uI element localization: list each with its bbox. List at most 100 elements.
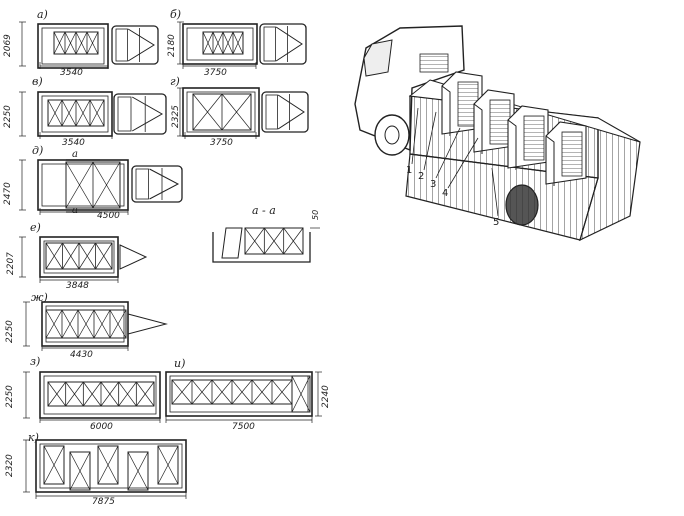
scheme-g-cargo-brace	[221, 93, 252, 131]
scheme-d-width: 2470	[3, 182, 13, 205]
scheme-a-length: 3540	[60, 68, 83, 78]
scheme-b-cargo-brace	[232, 31, 244, 55]
scheme-v-cargo-brace	[89, 99, 105, 127]
scheme-g-length: 3750	[210, 138, 233, 148]
scheme-k-length: 7875	[92, 497, 115, 507]
scheme-k-width: 2320	[5, 454, 15, 477]
section-cargo-frame	[244, 227, 304, 255]
scheme-i-cargo-brace	[191, 379, 213, 405]
scheme-z-width: 2250	[5, 385, 15, 408]
scheme-a-cargo-brace	[64, 31, 77, 55]
scheme-z-cargo-brace	[100, 381, 119, 407]
scheme-b-cargo-brace	[202, 31, 214, 55]
scheme-d-length: 4500	[97, 211, 120, 221]
section-cargo-brace	[264, 227, 284, 255]
scheme-d-label: д)	[32, 144, 44, 157]
scheme-z-platform-outer	[39, 371, 161, 419]
scheme-zh-platform-outer	[41, 301, 129, 347]
callout-leader-2	[423, 111, 437, 171]
callout-3: 3	[430, 179, 437, 190]
scheme-v-platform-inner	[41, 95, 109, 133]
scheme-z-platform-inner	[43, 375, 157, 415]
scheme-a-label: а)	[37, 8, 48, 21]
scheme-z-cargo-brace	[47, 381, 66, 407]
truck-cab-vent	[419, 53, 449, 73]
scheme-g-cab-body	[261, 91, 309, 133]
scheme-zh-cargo-frame	[45, 309, 127, 339]
scheme-a-width: 2069	[3, 34, 13, 57]
scheme-k-cargo-3-frame	[97, 445, 119, 485]
scheme-d-platform-inner	[41, 163, 125, 207]
scheme-i-cargo-brace	[231, 379, 253, 405]
scheme-k-platform-outer	[35, 439, 187, 493]
callout-5: 5	[493, 217, 500, 228]
scheme-z-cargo-brace	[118, 381, 137, 407]
scheme-k-cargo-4-brace	[127, 451, 149, 491]
scheme-g-cargo-brace	[192, 93, 223, 131]
scheme-b-length: 3750	[204, 68, 227, 78]
scheme-v-platform-outer	[37, 91, 113, 137]
scheme-e-cargo-brace	[45, 242, 63, 270]
scheme-g-platform-inner	[186, 91, 256, 133]
scheme-a-cargo-brace	[53, 31, 66, 55]
scheme-v-cargo-brace	[47, 99, 63, 127]
scheme-v-label: в)	[32, 75, 43, 88]
front-wheel	[374, 114, 410, 156]
scheme-k-cargo-1-frame	[43, 445, 65, 485]
scheme-b-label: б)	[170, 8, 182, 21]
cargo-stack-3-glass	[523, 115, 545, 161]
scheme-zh-cargo-brace	[93, 309, 111, 339]
scheme-e-width: 2207	[6, 252, 16, 275]
scheme-i-platform-outer	[165, 371, 313, 417]
scheme-a-platform-outer	[37, 23, 109, 69]
front-hub	[384, 125, 400, 145]
scheme-b-cab-hood	[275, 26, 303, 62]
scheme-i-width: 2240	[321, 385, 331, 408]
cargo-stack-4-rack	[545, 135, 555, 186]
callout-4: 4	[442, 188, 449, 199]
cargo-stack-2-rack	[473, 103, 483, 154]
truck-windshield	[363, 39, 393, 77]
scheme-k-cargo-5-brace	[157, 445, 179, 485]
scheme-g-width: 2325	[171, 105, 181, 128]
scheme-v-length: 3540	[62, 138, 85, 148]
scheme-k-label: к)	[28, 431, 39, 444]
scheme-zh-cargo-brace	[45, 309, 63, 339]
scheme-e-length: 3848	[66, 281, 89, 291]
section-tilted-crate	[221, 227, 243, 259]
scheme-k-cargo-1-brace	[43, 445, 65, 485]
scheme-z-label: з)	[30, 355, 41, 368]
truck-perspective-drawing	[354, 25, 641, 242]
scheme-e-label: е)	[30, 221, 41, 234]
scheme-b-cab-body	[259, 23, 307, 65]
scheme-d-platform-outer	[37, 159, 129, 211]
scheme-zh-cargo-brace	[109, 309, 127, 339]
scheme-a-platform-inner	[41, 27, 105, 65]
scheme-zh-cargo-brace	[77, 309, 95, 339]
scheme-d-cab-body	[131, 165, 183, 203]
scheme-a-cab-body	[111, 25, 159, 65]
scheme-i-end-crate-frame	[291, 375, 311, 413]
scheme-zh-drawbar	[127, 313, 168, 335]
scheme-z-cargo-brace	[136, 381, 155, 407]
scheme-e-cargo-brace	[78, 242, 96, 270]
scheme-v-cab-body	[113, 93, 167, 135]
scheme-v-cargo-brace	[75, 99, 91, 127]
truck-cab-drawings	[111, 23, 309, 335]
scheme-g-cab-hood	[277, 94, 305, 130]
callout-2: 2	[418, 171, 425, 182]
cargo-stack-4-glass	[561, 131, 583, 177]
cargo-stack-2-glass	[489, 99, 511, 145]
scheme-e-cargo-brace	[95, 242, 113, 270]
scheme-d-cargo-brace	[65, 161, 94, 209]
scheme-v-cab-window	[117, 96, 132, 132]
scheme-a-cab-hood	[127, 28, 155, 62]
scheme-b-width: 2180	[167, 34, 177, 57]
scheme-d-cab-hood	[149, 168, 180, 200]
callout-leader-1	[411, 107, 419, 165]
scheme-b-platform-outer	[182, 23, 258, 65]
scheme-b-cargo-brace	[222, 31, 234, 55]
scheme-i-label: и)	[174, 357, 186, 370]
scheme-i-cargo-brace	[171, 379, 193, 405]
